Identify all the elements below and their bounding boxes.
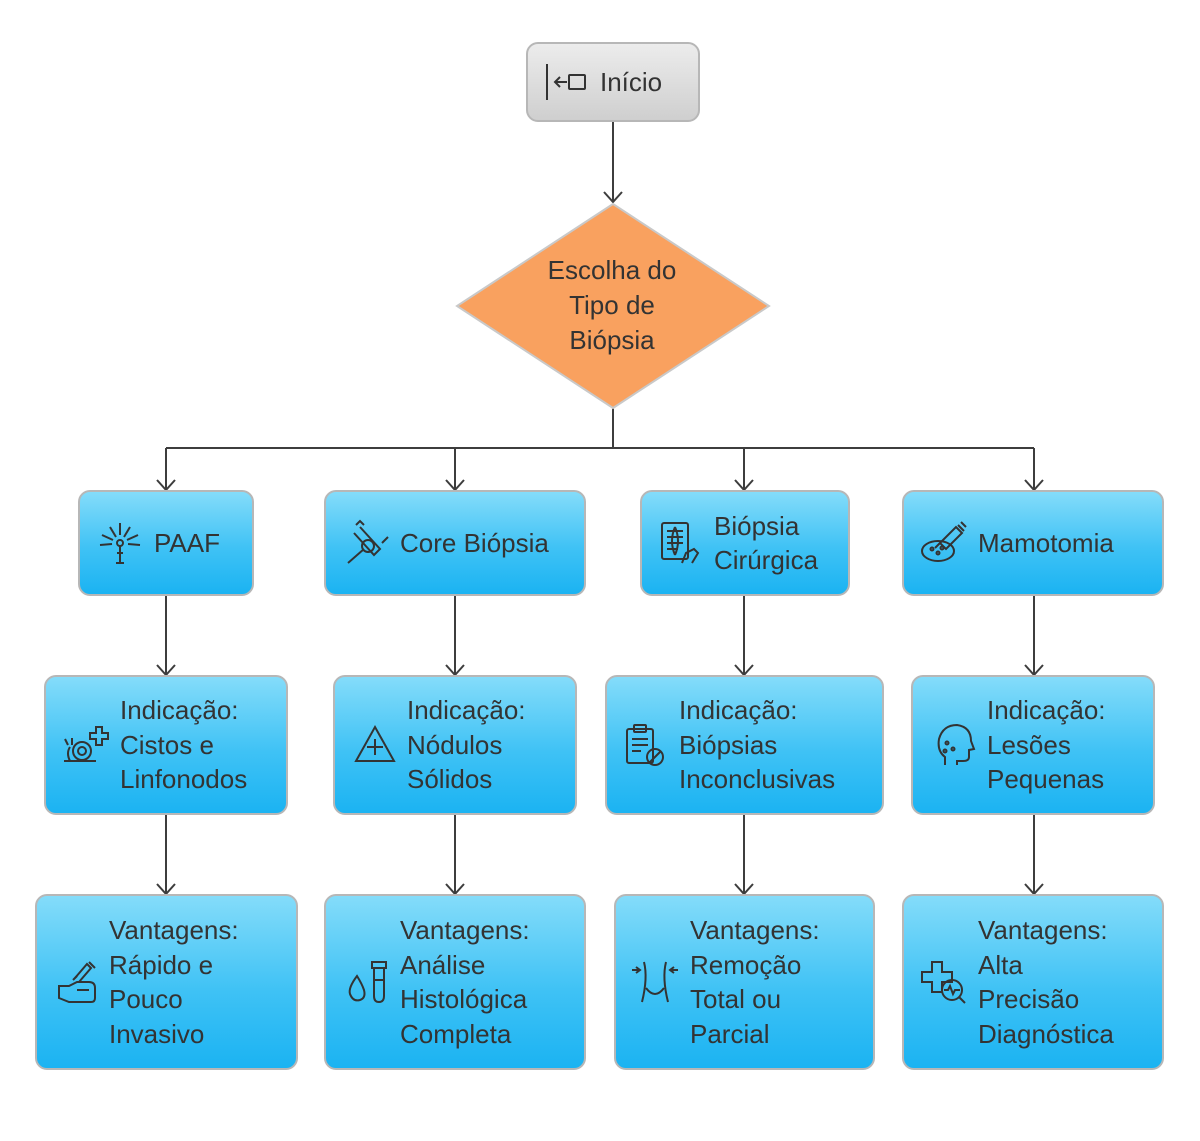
indication-node-paaf[interactable]: Indicação: Cistos e Linfonodos [44, 675, 288, 815]
fine-needle-spray-icon [96, 519, 144, 567]
advantages-label-biopsia-cirurgica: Vantagens: Remoção Total ou Parcial [690, 915, 820, 1049]
type-label-core-biopsia: Core Biópsia [400, 527, 549, 558]
torso-resize-icon [630, 958, 680, 1006]
type-node-biopsia-cirurgica[interactable]: Biópsia Cirúrgica [640, 490, 850, 596]
advantages-label-paaf: Vantagens: Rápido e Pouco Invasivo [109, 915, 239, 1049]
start-label: Início [600, 66, 663, 97]
medical-cross-diagnosis-icon [920, 958, 968, 1006]
head-profile-icon [931, 721, 977, 769]
warning-triangle-plus-icon [353, 723, 397, 767]
indication-label-core-biopsia: Indicação: Nódulos Sólidos [407, 695, 526, 795]
advantages-node-biopsia-cirurgica[interactable]: Vantagens: Remoção Total ou Parcial [614, 894, 875, 1070]
type-node-paaf[interactable]: PAAF [78, 490, 254, 596]
start-node[interactable]: Início [526, 42, 700, 122]
type-label-biopsia-cirurgica: Biópsia Cirúrgica [714, 510, 819, 576]
type-label-paaf: PAAF [154, 527, 220, 558]
type-node-core-biopsia[interactable]: Core Biópsia [324, 490, 586, 596]
advantages-node-core-biopsia[interactable]: Vantagens: Análise Histológica Completa [324, 894, 586, 1070]
drop-test-tube-icon [344, 958, 392, 1006]
indication-label-mamotomia: Indicação: Lesões Pequenas [987, 695, 1106, 795]
type-label-mamotomia: Mamotomia [978, 527, 1114, 558]
surgical-document-hand-icon [656, 519, 704, 567]
needle-probe-icon [344, 519, 392, 567]
indication-node-mamotomia[interactable]: Indicação: Lesões Pequenas [911, 675, 1155, 815]
snail-medical-cross-icon [60, 721, 110, 769]
indication-label-paaf: Indicação: Cistos e Linfonodos [120, 695, 248, 795]
hand-syringe-icon [55, 958, 99, 1006]
advantages-label-mamotomia: Vantagens: Alta Precisão Diagnóstica [978, 915, 1114, 1049]
advantages-node-mamotomia[interactable]: Vantagens: Alta Precisão Diagnóstica [902, 894, 1164, 1070]
advantages-node-paaf[interactable]: Vantagens: Rápido e Pouco Invasivo [35, 894, 298, 1070]
clipboard-blocked-icon [621, 721, 669, 769]
decision-diamond [455, 202, 771, 410]
indication-node-biopsia-cirurgica[interactable]: Indicação: Biópsias Inconclusivas [605, 675, 884, 815]
decision-label: Escolha do Tipo de Biópsia [547, 255, 677, 355]
type-node-mamotomia[interactable]: Mamotomia [902, 490, 1164, 596]
advantages-label-core-biopsia: Vantagens: Análise Histológica Completa [400, 915, 530, 1049]
indication-label-biopsia-cirurgica: Indicação: Biópsias Inconclusivas [679, 695, 836, 795]
exit-arrow-icon [544, 62, 590, 102]
indication-node-core-biopsia[interactable]: Indicação: Nódulos Sólidos [333, 675, 577, 815]
vacuum-syringe-icon [918, 519, 968, 567]
